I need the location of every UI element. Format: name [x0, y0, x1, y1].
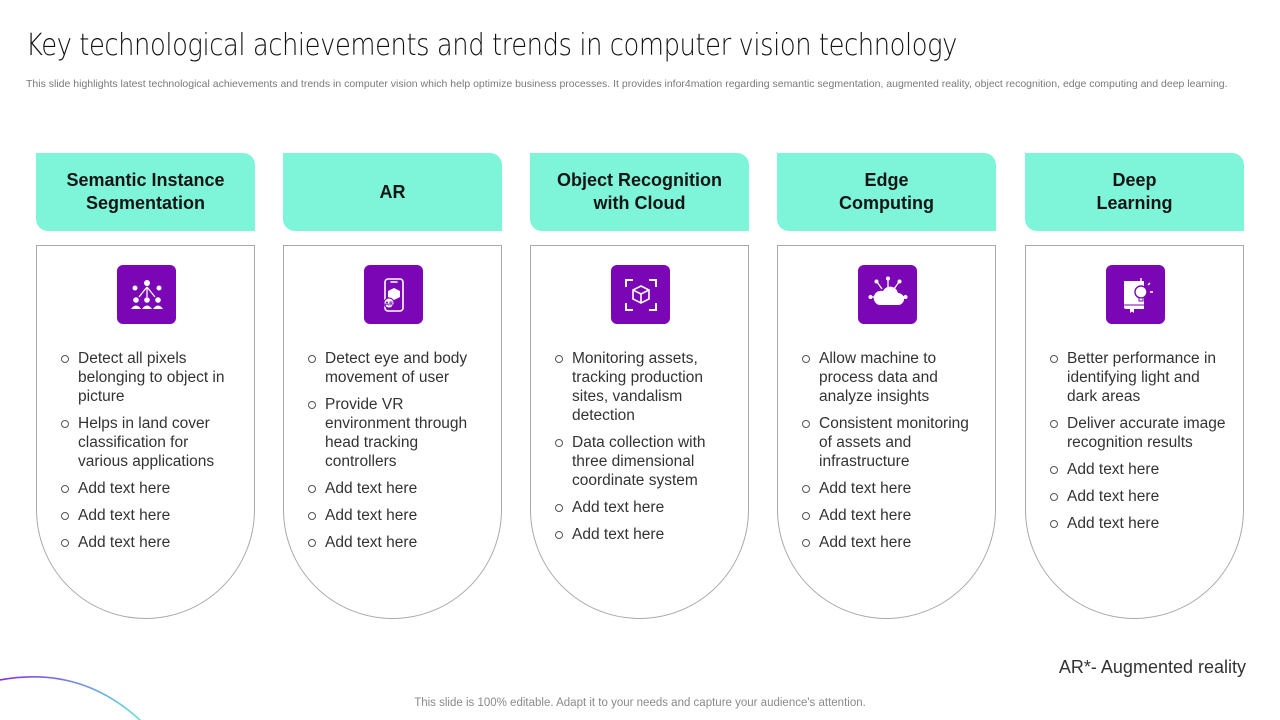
list-item: Detect eye and body movement of user	[306, 349, 486, 387]
scan-cube-icon	[611, 265, 670, 324]
card-body-semantic-segmentation: Detect all pixels belonging to object in…	[36, 245, 255, 619]
card-heading-text: Object Recognition with Cloud	[556, 170, 722, 213]
list-item: Add text here	[1048, 514, 1228, 533]
card-heading-deep-learning: Deep Learning	[1025, 153, 1244, 231]
card-heading-text: AR	[379, 181, 406, 202]
cloud-network-icon	[858, 265, 917, 324]
list-item: Add text here	[306, 479, 486, 498]
list-item: Add text here	[59, 533, 239, 552]
list-item: Add text here	[306, 506, 486, 525]
bullet-list: Allow machine to process data and analyz…	[800, 349, 980, 560]
bullet-list: Monitoring assets, tracking production s…	[553, 349, 733, 552]
people-network-icon	[117, 265, 176, 324]
list-item: Add text here	[1048, 460, 1228, 479]
card-body-ar: AR Detect eye and body movement of user …	[283, 245, 502, 619]
bullet-list: Detect all pixels belonging to object in…	[59, 349, 239, 560]
card-heading-object-recognition: Object Recognition with Cloud	[530, 153, 749, 231]
card-heading-text: Deep Learning	[1096, 170, 1173, 213]
card-heading-ar: AR	[283, 153, 502, 231]
list-item: Add text here	[59, 506, 239, 525]
list-item: Add text here	[800, 533, 980, 552]
list-item: Add text here	[800, 506, 980, 525]
card-body-object-recognition: Monitoring assets, tracking production s…	[530, 245, 749, 619]
card-body-deep-learning: Better performance in identifying light …	[1025, 245, 1244, 619]
list-item: Add text here	[306, 533, 486, 552]
decorative-arc	[0, 676, 141, 720]
list-item: Detect all pixels belonging to object in…	[59, 349, 239, 406]
card-heading-semantic-segmentation: Semantic Instance Segmentation	[36, 153, 255, 231]
list-item: Better performance in identifying light …	[1048, 349, 1228, 406]
list-item: Provide VR environment through head trac…	[306, 395, 486, 471]
card-heading-text: Edge Computing	[839, 170, 934, 213]
book-lightbulb-icon	[1106, 265, 1165, 324]
list-item: Consistent monitoring of assets and infr…	[800, 414, 980, 471]
list-item: Add text here	[553, 498, 733, 517]
list-item: Data collection with three dimensional c…	[553, 433, 733, 490]
svg-text:AR: AR	[384, 301, 393, 307]
list-item: Helps in land cover classification for v…	[59, 414, 239, 471]
card-heading-text: Semantic Instance Segmentation	[66, 170, 225, 213]
slide-footer: This slide is 100% editable. Adapt it to…	[414, 697, 866, 709]
list-item: Add text here	[1048, 487, 1228, 506]
list-item: Deliver accurate image recognition resul…	[1048, 414, 1228, 452]
card-body-edge-computing: Allow machine to process data and analyz…	[777, 245, 996, 619]
slide-title: Key technological achievements and trend…	[26, 28, 957, 63]
list-item: Add text here	[59, 479, 239, 498]
ar-phone-icon: AR	[364, 265, 423, 324]
list-item: Add text here	[553, 525, 733, 544]
list-item: Allow machine to process data and analyz…	[800, 349, 980, 406]
bullet-list: Detect eye and body movement of user Pro…	[306, 349, 486, 560]
card-heading-edge-computing: Edge Computing	[777, 153, 996, 231]
bullet-list: Better performance in identifying light …	[1048, 349, 1228, 541]
list-item: Monitoring assets, tracking production s…	[553, 349, 733, 425]
list-item: Add text here	[800, 479, 980, 498]
slide-subtitle: This slide highlights latest technologic…	[26, 78, 1228, 90]
footnote-ar: AR*- Augmented reality	[1058, 657, 1246, 677]
